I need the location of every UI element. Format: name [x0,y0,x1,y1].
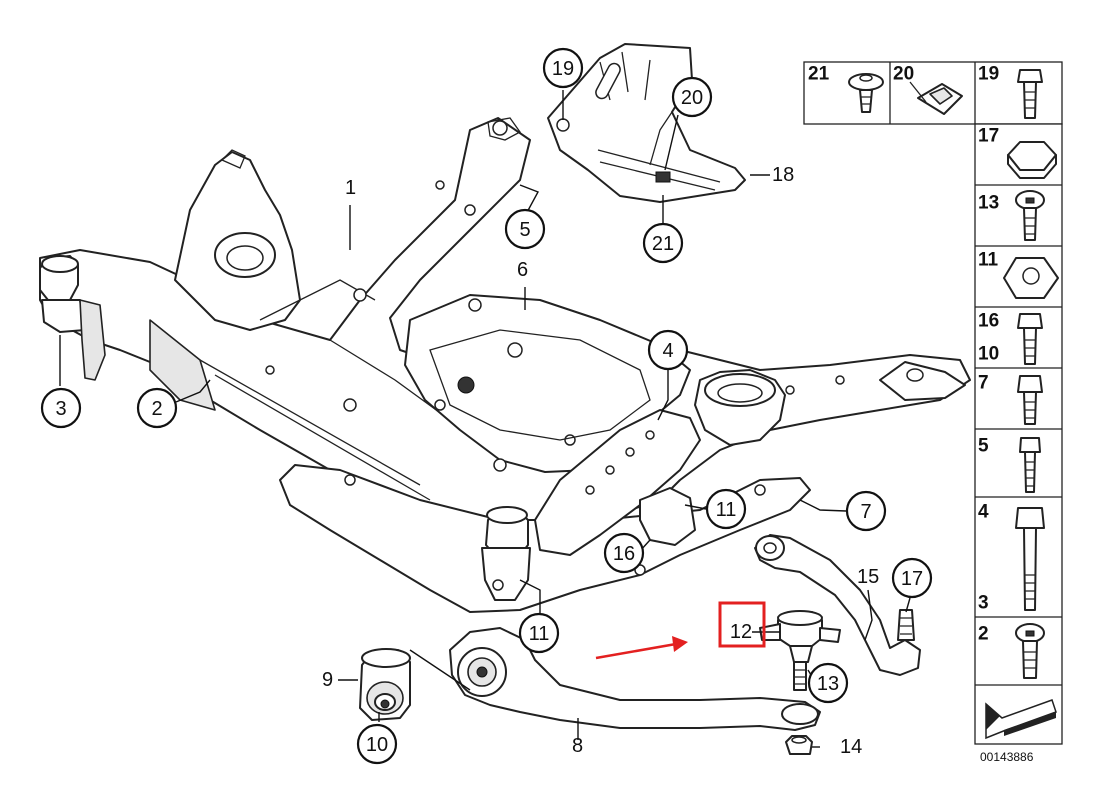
svg-text:15: 15 [857,566,879,588]
legend-label-20: 20 [893,64,914,85]
legend-label-7: 7 [978,373,989,394]
callout-16: 16 [603,532,645,574]
callout-15: 15 [857,566,879,588]
expanding-rivet-icon [848,73,884,113]
callout-3: 3 [40,387,82,429]
callout-11-left: 11 [518,612,560,654]
legend-label-19: 19 [978,64,999,85]
legend-label-10: 10 [978,344,999,365]
nut-part [785,735,813,755]
callout-20: 20 [671,76,713,118]
svg-text:4: 4 [662,340,673,362]
hex-nut-icon [1003,257,1059,299]
legend-label-2: 2 [978,624,989,645]
svg-text:17: 17 [901,568,923,590]
callout-13: 13 [807,662,849,704]
long-bolt-icon [1015,507,1045,611]
callout-12-highlighted: 12 [718,601,766,648]
callout-18: 18 [772,164,794,186]
svg-text:12: 12 [730,621,752,643]
callout-6: 6 [517,259,528,281]
legend-label-4: 4 [978,502,989,523]
wishbone-control-arm-part [449,627,821,731]
svg-text:7: 7 [860,501,871,523]
svg-text:18: 18 [772,164,794,186]
callout-8: 8 [572,735,583,757]
bolt-5-icon [1019,437,1041,493]
socket-bolt-icon [1015,190,1045,241]
callout-7: 7 [845,490,887,532]
callout-19: 19 [542,47,584,89]
svg-text:11: 11 [529,623,550,645]
svg-text:10: 10 [366,734,388,756]
svg-text:20: 20 [681,87,703,109]
legend-label-13: 13 [978,193,999,214]
callout-4: 4 [647,329,689,371]
callout-17: 17 [891,557,933,599]
callout-2: 2 [136,387,178,429]
fastener-legend-table: 21 20 19 17 13 [803,61,1063,745]
legend-label-11: 11 [978,250,999,271]
callout-10: 10 [356,723,398,765]
callout-1: 1 [345,177,356,199]
legend-label-5: 5 [978,436,989,457]
svg-text:16: 16 [613,543,635,565]
callout-9: 9 [322,669,333,691]
svg-text:14: 14 [840,736,862,758]
tension-strut-part [754,534,921,676]
svg-text:13: 13 [817,673,839,695]
heat-shield-part [547,43,746,203]
callout-14: 14 [840,736,862,758]
hex-nut-flange-icon [1007,141,1057,179]
legend-label-21: 21 [808,64,830,85]
legend-label-3: 3 [978,593,989,614]
orientation-arrow-icon [985,699,1057,740]
bolt-7-icon [1017,375,1043,425]
legend-label-16: 16 [978,311,999,332]
callout-5: 5 [504,208,546,250]
svg-text:19: 19 [552,58,574,80]
bolt-2-icon [1015,623,1045,679]
svg-text:8: 8 [572,735,583,757]
bolt-16-10-icon [1017,313,1043,365]
diagram-reference-number: 00143886 [980,750,1034,764]
svg-text:1: 1 [345,177,356,199]
callout-11-right: 11 [705,488,747,530]
ball-joint-part [759,610,841,691]
front-axle-subframe-part [39,117,971,613]
svg-text:2: 2 [151,398,162,420]
clip-nut-icon [909,81,963,115]
svg-text:11: 11 [716,499,737,521]
svg-text:9: 9 [322,669,333,691]
svg-text:3: 3 [55,398,66,420]
control-arm-bushing-part [359,648,411,721]
svg-text:21: 21 [652,233,674,255]
svg-text:6: 6 [517,259,528,281]
legend-label-17: 17 [978,126,999,147]
hex-bolt-icon [1017,69,1043,119]
red-arrow-icon [595,636,688,660]
svg-text:5: 5 [519,219,530,241]
callout-21: 21 [642,222,684,264]
